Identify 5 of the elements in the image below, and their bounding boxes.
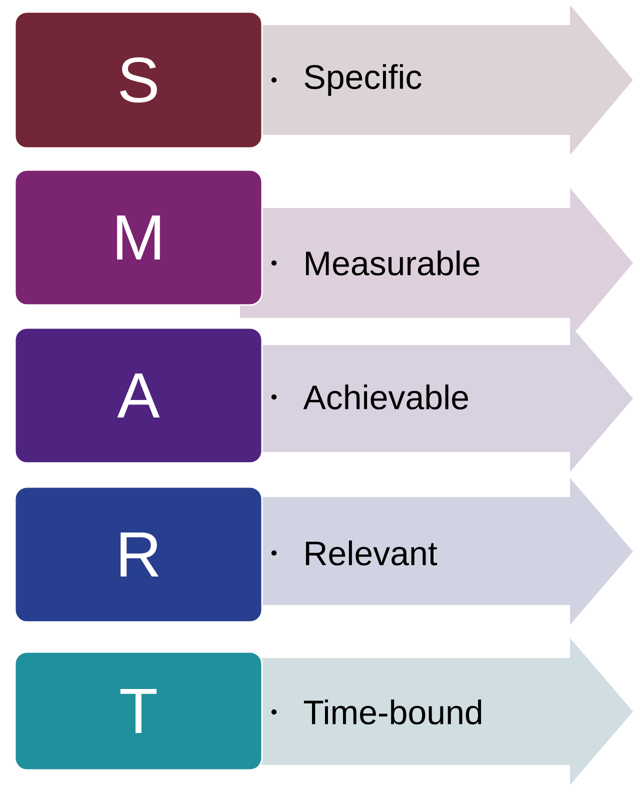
letter-box: S: [14, 11, 263, 149]
letter-box: R: [14, 486, 263, 623]
letter-box: A: [14, 327, 263, 464]
letter-box: M: [14, 169, 263, 306]
letter-box: T: [14, 651, 263, 771]
